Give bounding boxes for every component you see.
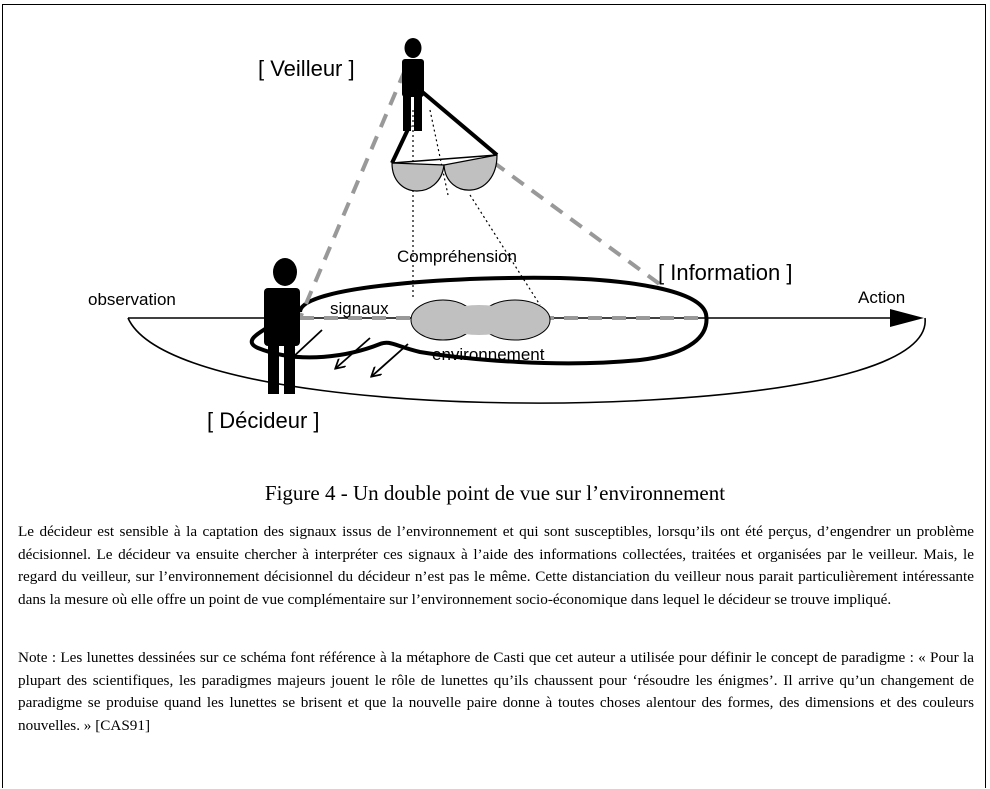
signaux-label: signaux	[330, 299, 389, 318]
lens-dotted-line-3	[469, 194, 541, 306]
figure-caption: Figure 4 - Un double point de vue sur l’…	[264, 481, 726, 505]
action-arrow-head	[890, 309, 924, 327]
veilleur-label: [ Veilleur ]	[258, 56, 355, 81]
paradigm-diagram: [ Veilleur ] Compréhension [ Information…	[88, 38, 926, 433]
decideur-figure	[264, 258, 300, 394]
decideur-label: [ Décideur ]	[207, 408, 320, 433]
environnement-label: environnement	[432, 345, 545, 364]
signal-arrows	[292, 329, 409, 376]
veilleur-view-line-left	[298, 69, 407, 319]
veilleur-figure	[402, 38, 424, 131]
figure-frame	[2, 4, 986, 788]
observation-label: observation	[88, 290, 176, 309]
outer-environment-loop	[127, 317, 926, 404]
comprehension-label: Compréhension	[397, 247, 517, 266]
glasses-icon	[390, 88, 499, 192]
veilleur-view-line-right	[491, 160, 667, 290]
action-label: Action	[858, 288, 905, 307]
inner-environment-loop	[249, 275, 709, 366]
note-paragraph: Note : Les lunettes dessinées sur ce sch…	[18, 649, 974, 734]
information-label: [ Information ]	[658, 260, 793, 285]
environment-blob	[410, 299, 551, 341]
body-paragraph: Le décideur est sensible à la captation …	[18, 523, 974, 608]
